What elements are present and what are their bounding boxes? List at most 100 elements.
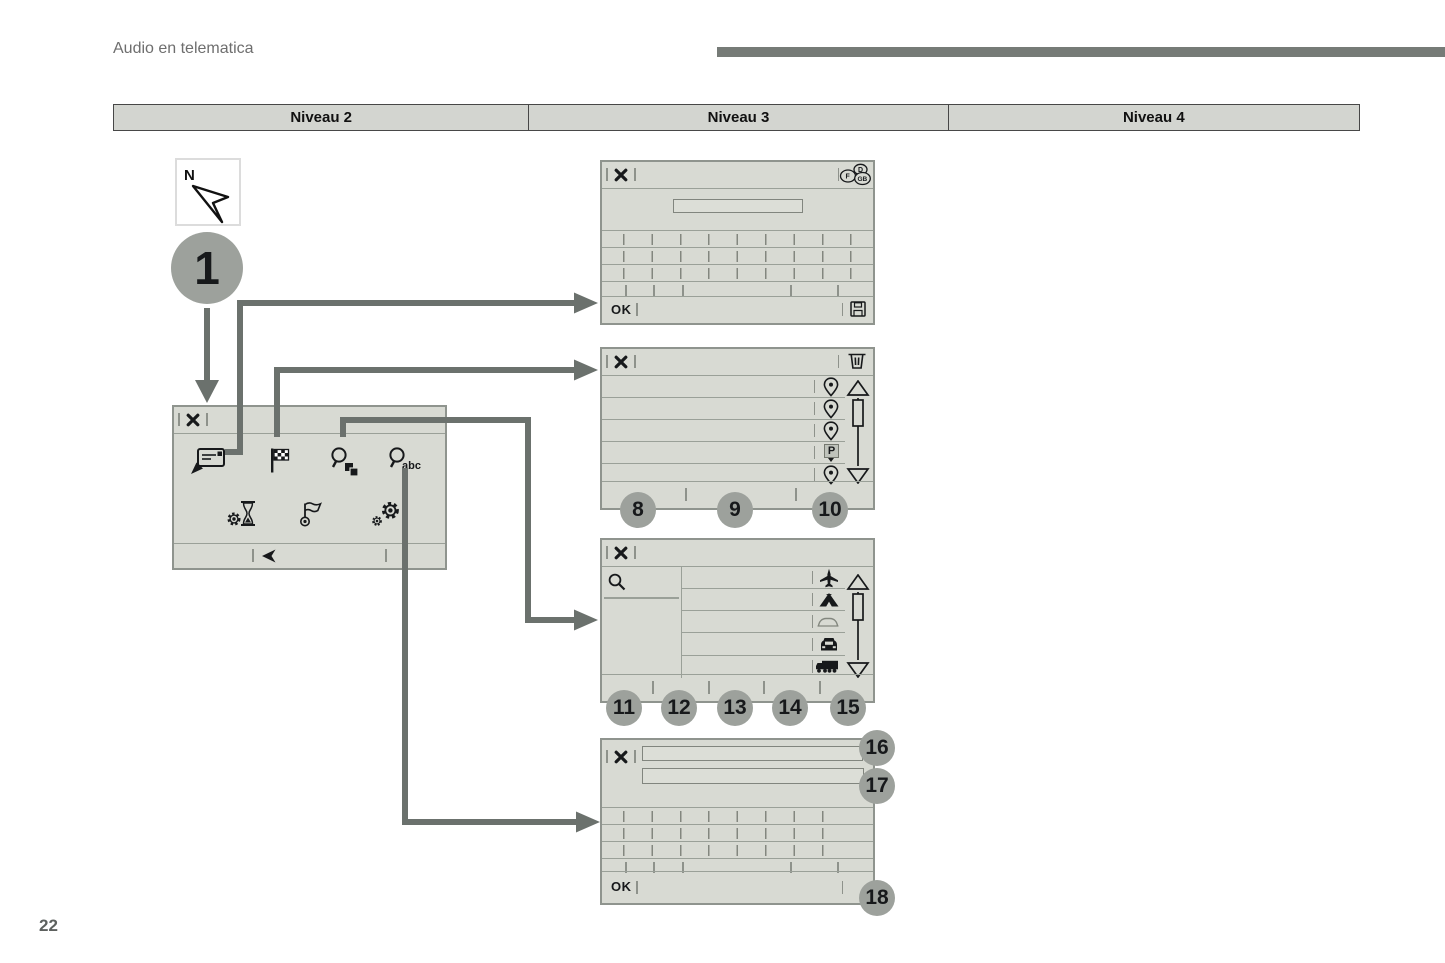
divider-tick (634, 168, 636, 181)
close-button[interactable] (606, 352, 640, 372)
list-bottombar (602, 481, 873, 508)
divider-tick (652, 681, 654, 694)
divider-tick (682, 862, 684, 873)
trash-can-icon[interactable] (847, 352, 867, 370)
divider-tick (178, 413, 180, 426)
divider-tick (813, 424, 815, 437)
keyboard-row[interactable] (602, 841, 873, 858)
poi-category-row[interactable] (682, 634, 845, 656)
map-pin-icon (823, 399, 839, 419)
save-floppy-icon[interactable] (850, 301, 866, 317)
keyboard-bottombar: OK (602, 296, 873, 323)
divider-tick (811, 660, 813, 673)
compass-north-icon: N (184, 167, 230, 224)
poi-search-panel (602, 567, 682, 678)
scrollbar[interactable] (846, 574, 870, 678)
callout-8: 8 (620, 492, 656, 528)
svg-text:F: F (846, 174, 851, 181)
poi-category-row[interactable] (682, 589, 845, 611)
text-entry-field-1[interactable] (642, 746, 863, 761)
alphabetical-search-icon[interactable]: abc (387, 447, 423, 477)
divider-tick (837, 355, 839, 368)
divider-tick (634, 355, 636, 368)
keyboard-row[interactable] (602, 807, 873, 824)
destination-row[interactable]: P (602, 442, 845, 464)
destination-checkered-flag-icon[interactable] (269, 447, 291, 473)
callout-16: 16 (859, 730, 895, 766)
poi-categories-screen (600, 538, 875, 703)
divider-tick (385, 549, 387, 562)
divider-tick (625, 285, 627, 296)
divider-tick (813, 468, 815, 481)
close-button[interactable] (606, 747, 640, 767)
destination-row[interactable] (602, 376, 845, 398)
poi-search-icon[interactable] (330, 447, 360, 477)
magnifier-icon[interactable] (608, 573, 626, 591)
system-settings-icon[interactable] (371, 500, 403, 528)
divider-tick (682, 285, 684, 296)
divider-tick (653, 862, 655, 873)
keyboard-topbar: F D GB (602, 162, 873, 189)
poi-category-row[interactable] (682, 611, 845, 633)
step-1-callout: 1 (171, 232, 243, 304)
keyboard-row[interactable] (602, 264, 873, 281)
divider-tick (606, 750, 608, 763)
divider-tick (837, 285, 839, 296)
divider-tick (606, 355, 608, 368)
keyboard-row[interactable] (602, 281, 873, 298)
keyboard-row[interactable] (602, 858, 873, 875)
car-front-icon (821, 638, 837, 651)
header-accent-bar (717, 47, 1445, 57)
callout-15: 15 (830, 690, 866, 726)
divider-tick (206, 413, 208, 426)
divider-tick (795, 488, 797, 501)
callout-9: 9 (717, 492, 753, 528)
list-topbar (602, 349, 873, 376)
destination-row[interactable] (602, 420, 845, 442)
callout-10: 10 (812, 492, 848, 528)
keyboard-screen-top: F D GB OK (600, 160, 875, 325)
divider-tick (685, 488, 687, 501)
svg-text:D: D (858, 167, 863, 174)
svg-text:N: N (184, 167, 195, 184)
language-selector-icon[interactable]: F D GB (839, 163, 871, 186)
divider-tick (636, 881, 638, 894)
truck-icon (816, 660, 838, 673)
enter-address-icon[interactable] (190, 447, 228, 475)
close-button[interactable] (178, 410, 212, 430)
level-header-row: Niveau 2 Niveau 3 Niveau 4 (113, 104, 1360, 131)
svg-text:GB: GB (858, 176, 868, 183)
divider-tick (763, 681, 765, 694)
divider-tick (811, 571, 813, 584)
divider-tick (837, 862, 839, 873)
destination-row[interactable] (602, 464, 845, 486)
section-title: Audio en telematica (113, 40, 254, 57)
text-entry-field[interactable] (673, 199, 803, 213)
divider-tick (790, 862, 792, 873)
close-icon (614, 750, 628, 764)
scrollbar[interactable] (846, 380, 870, 484)
close-button[interactable] (606, 165, 640, 185)
waypoint-flag-icon[interactable] (299, 501, 325, 527)
close-button[interactable] (606, 543, 640, 563)
keyboard-row[interactable] (602, 230, 873, 247)
ok-button[interactable]: OK (611, 879, 632, 894)
poi-category-row[interactable] (682, 656, 845, 678)
text-entry-field-2[interactable] (642, 768, 864, 784)
divider-tick (841, 881, 843, 894)
divider-tick (819, 681, 821, 694)
keyboard-row[interactable] (602, 247, 873, 264)
menu-topbar (174, 407, 445, 434)
keyboard-row[interactable] (602, 824, 873, 841)
map-pin-icon (823, 377, 839, 397)
timed-settings-icon[interactable] (226, 500, 258, 528)
menu-bottombar (174, 543, 445, 568)
divider-tick (653, 285, 655, 296)
close-icon (614, 546, 628, 560)
back-cursor-icon[interactable] (261, 548, 277, 564)
ok-button[interactable]: OK (611, 302, 632, 317)
callout-17: 17 (859, 768, 895, 804)
poi-category-row[interactable] (682, 567, 845, 589)
destination-row[interactable] (602, 398, 845, 420)
keyboard2-bottombar: OK (602, 871, 873, 903)
